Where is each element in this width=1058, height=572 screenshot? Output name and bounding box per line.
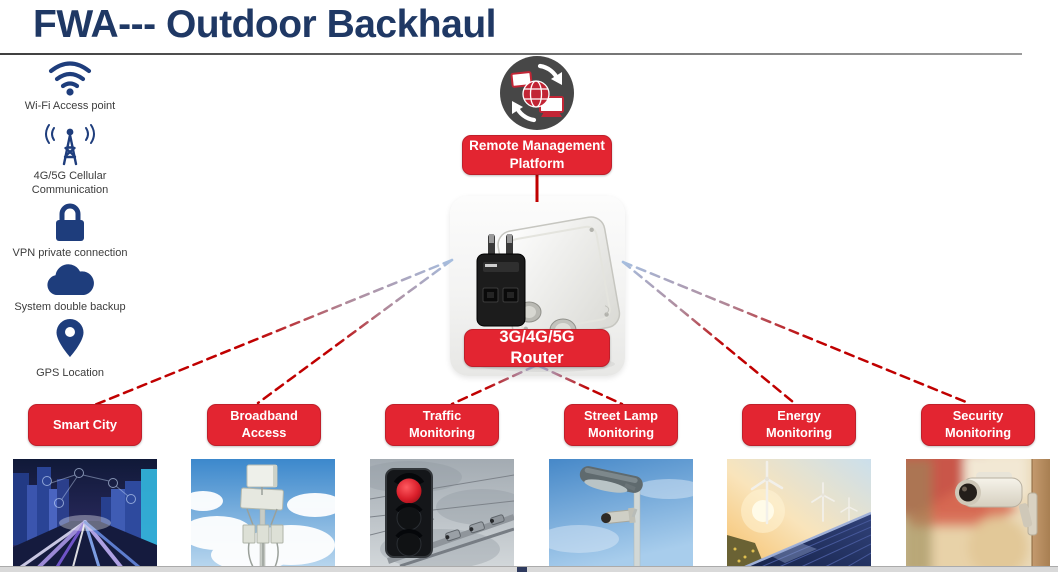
feature-backup-label: System double backup [14,301,126,313]
street-lamp-photo [549,459,693,567]
router-tag: 3G/4G/5G Router [464,328,610,367]
cloud-icon [47,264,94,295]
router-photo-art [475,216,621,372]
security-camera-photo [906,459,1050,567]
tag-broadband: Broadband Access [207,404,321,446]
feature-vpn: VPN private connection [0,203,140,260]
feature-gps-label: GPS Location [36,367,104,379]
feature-vpn-label: VPN private connection [12,247,128,259]
tag-smart-city: Smart City [28,404,142,446]
location-pin-icon [56,319,84,357]
tag-energy: Energy Monitoring [742,404,856,446]
page-title: FWA--- Outdoor Backhaul [33,3,496,46]
feature-wifi: Wi-Fi Access point [0,58,140,113]
energy-monitoring-photo [727,459,871,567]
smart-city-photo [13,459,157,567]
video-progress-bar[interactable] [0,566,1058,572]
wifi-icon [48,61,92,96]
feature-backup: System double backup [0,263,140,314]
traffic-monitoring-photo [370,459,514,567]
tag-street-lamp: Street Lamp Monitoring [564,404,678,446]
tag-security: Security Monitoring [921,404,1035,446]
tag-traffic: Traffic Monitoring [385,404,499,446]
remote-management-platform-tag: Remote Management Platform [462,135,612,175]
cell-tower-icon [45,124,95,166]
feature-cellular: 4G/5G Cellular Communication [0,120,140,198]
feature-cellular-label: 4G/5G Cellular Communication [31,170,109,197]
title-divider [0,53,1022,55]
feature-gps: GPS Location [0,318,140,380]
remote-management-globe-icon [500,56,574,130]
feature-wifi-label: Wi-Fi Access point [24,100,116,112]
lock-icon [56,203,84,241]
video-playhead[interactable] [517,567,527,572]
broadband-access-photo [191,459,335,567]
